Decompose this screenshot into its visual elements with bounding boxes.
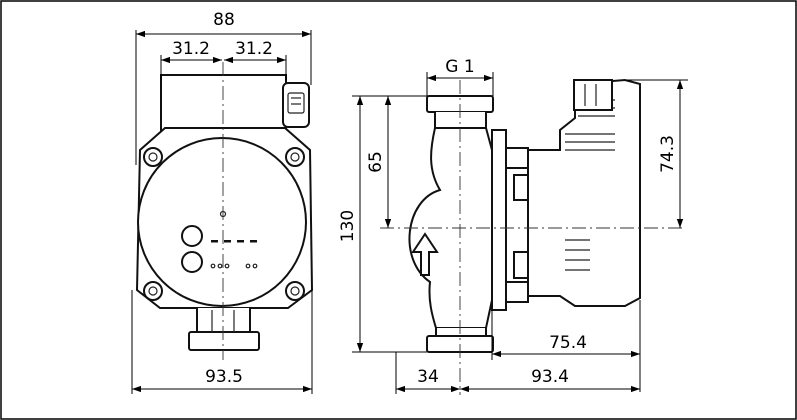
terminal-box-side bbox=[573, 79, 613, 111]
flange-bolt bbox=[505, 147, 529, 169]
dim-label-31-left: 31.2 bbox=[172, 39, 210, 59]
mounting-hole bbox=[148, 152, 158, 162]
dim-label-g1: G 1 bbox=[445, 57, 474, 77]
led-bar bbox=[211, 240, 257, 243]
mounting-hole bbox=[290, 152, 300, 162]
dim-label-31-right: 31.2 bbox=[235, 39, 273, 59]
top-port-neck bbox=[434, 112, 487, 129]
flow-direction-arrow-icon bbox=[411, 232, 439, 276]
mounting-lug bbox=[285, 281, 305, 301]
connector-socket bbox=[287, 92, 305, 114]
mounting-lug bbox=[143, 281, 163, 301]
dim-label-88: 88 bbox=[213, 10, 235, 30]
dim-label-130: 130 bbox=[338, 210, 358, 242]
motor-flange-plate bbox=[491, 129, 507, 311]
pump-body bbox=[408, 127, 493, 329]
mounting-hole bbox=[148, 286, 158, 296]
dim-label-65: 65 bbox=[366, 151, 386, 173]
dim-label-75-4: 75.4 bbox=[549, 333, 587, 353]
dim-label-93-4: 93.4 bbox=[531, 367, 569, 387]
led-dots bbox=[210, 263, 258, 269]
mounting-lug bbox=[143, 147, 163, 167]
bottom-port-neck bbox=[435, 328, 487, 337]
control-button bbox=[181, 225, 203, 247]
dim-label-93-5: 93.5 bbox=[205, 367, 243, 387]
control-button bbox=[181, 251, 203, 273]
pipe-port bbox=[196, 308, 251, 333]
mounting-hole bbox=[290, 286, 300, 296]
side-view: G 1 65 130 74.3 75.4 34 93.4 bbox=[338, 57, 688, 395]
connector-plug bbox=[282, 82, 310, 128]
front-view: 88 31.2 31.2 93.5 bbox=[131, 10, 314, 394]
dim-label-34: 34 bbox=[417, 367, 439, 387]
dim-label-74-3: 74.3 bbox=[658, 135, 678, 173]
mounting-lug bbox=[285, 147, 305, 167]
flange-bolt bbox=[505, 281, 529, 303]
motor-body bbox=[527, 78, 641, 307]
port-flange bbox=[188, 331, 260, 351]
motor-face bbox=[137, 137, 307, 307]
